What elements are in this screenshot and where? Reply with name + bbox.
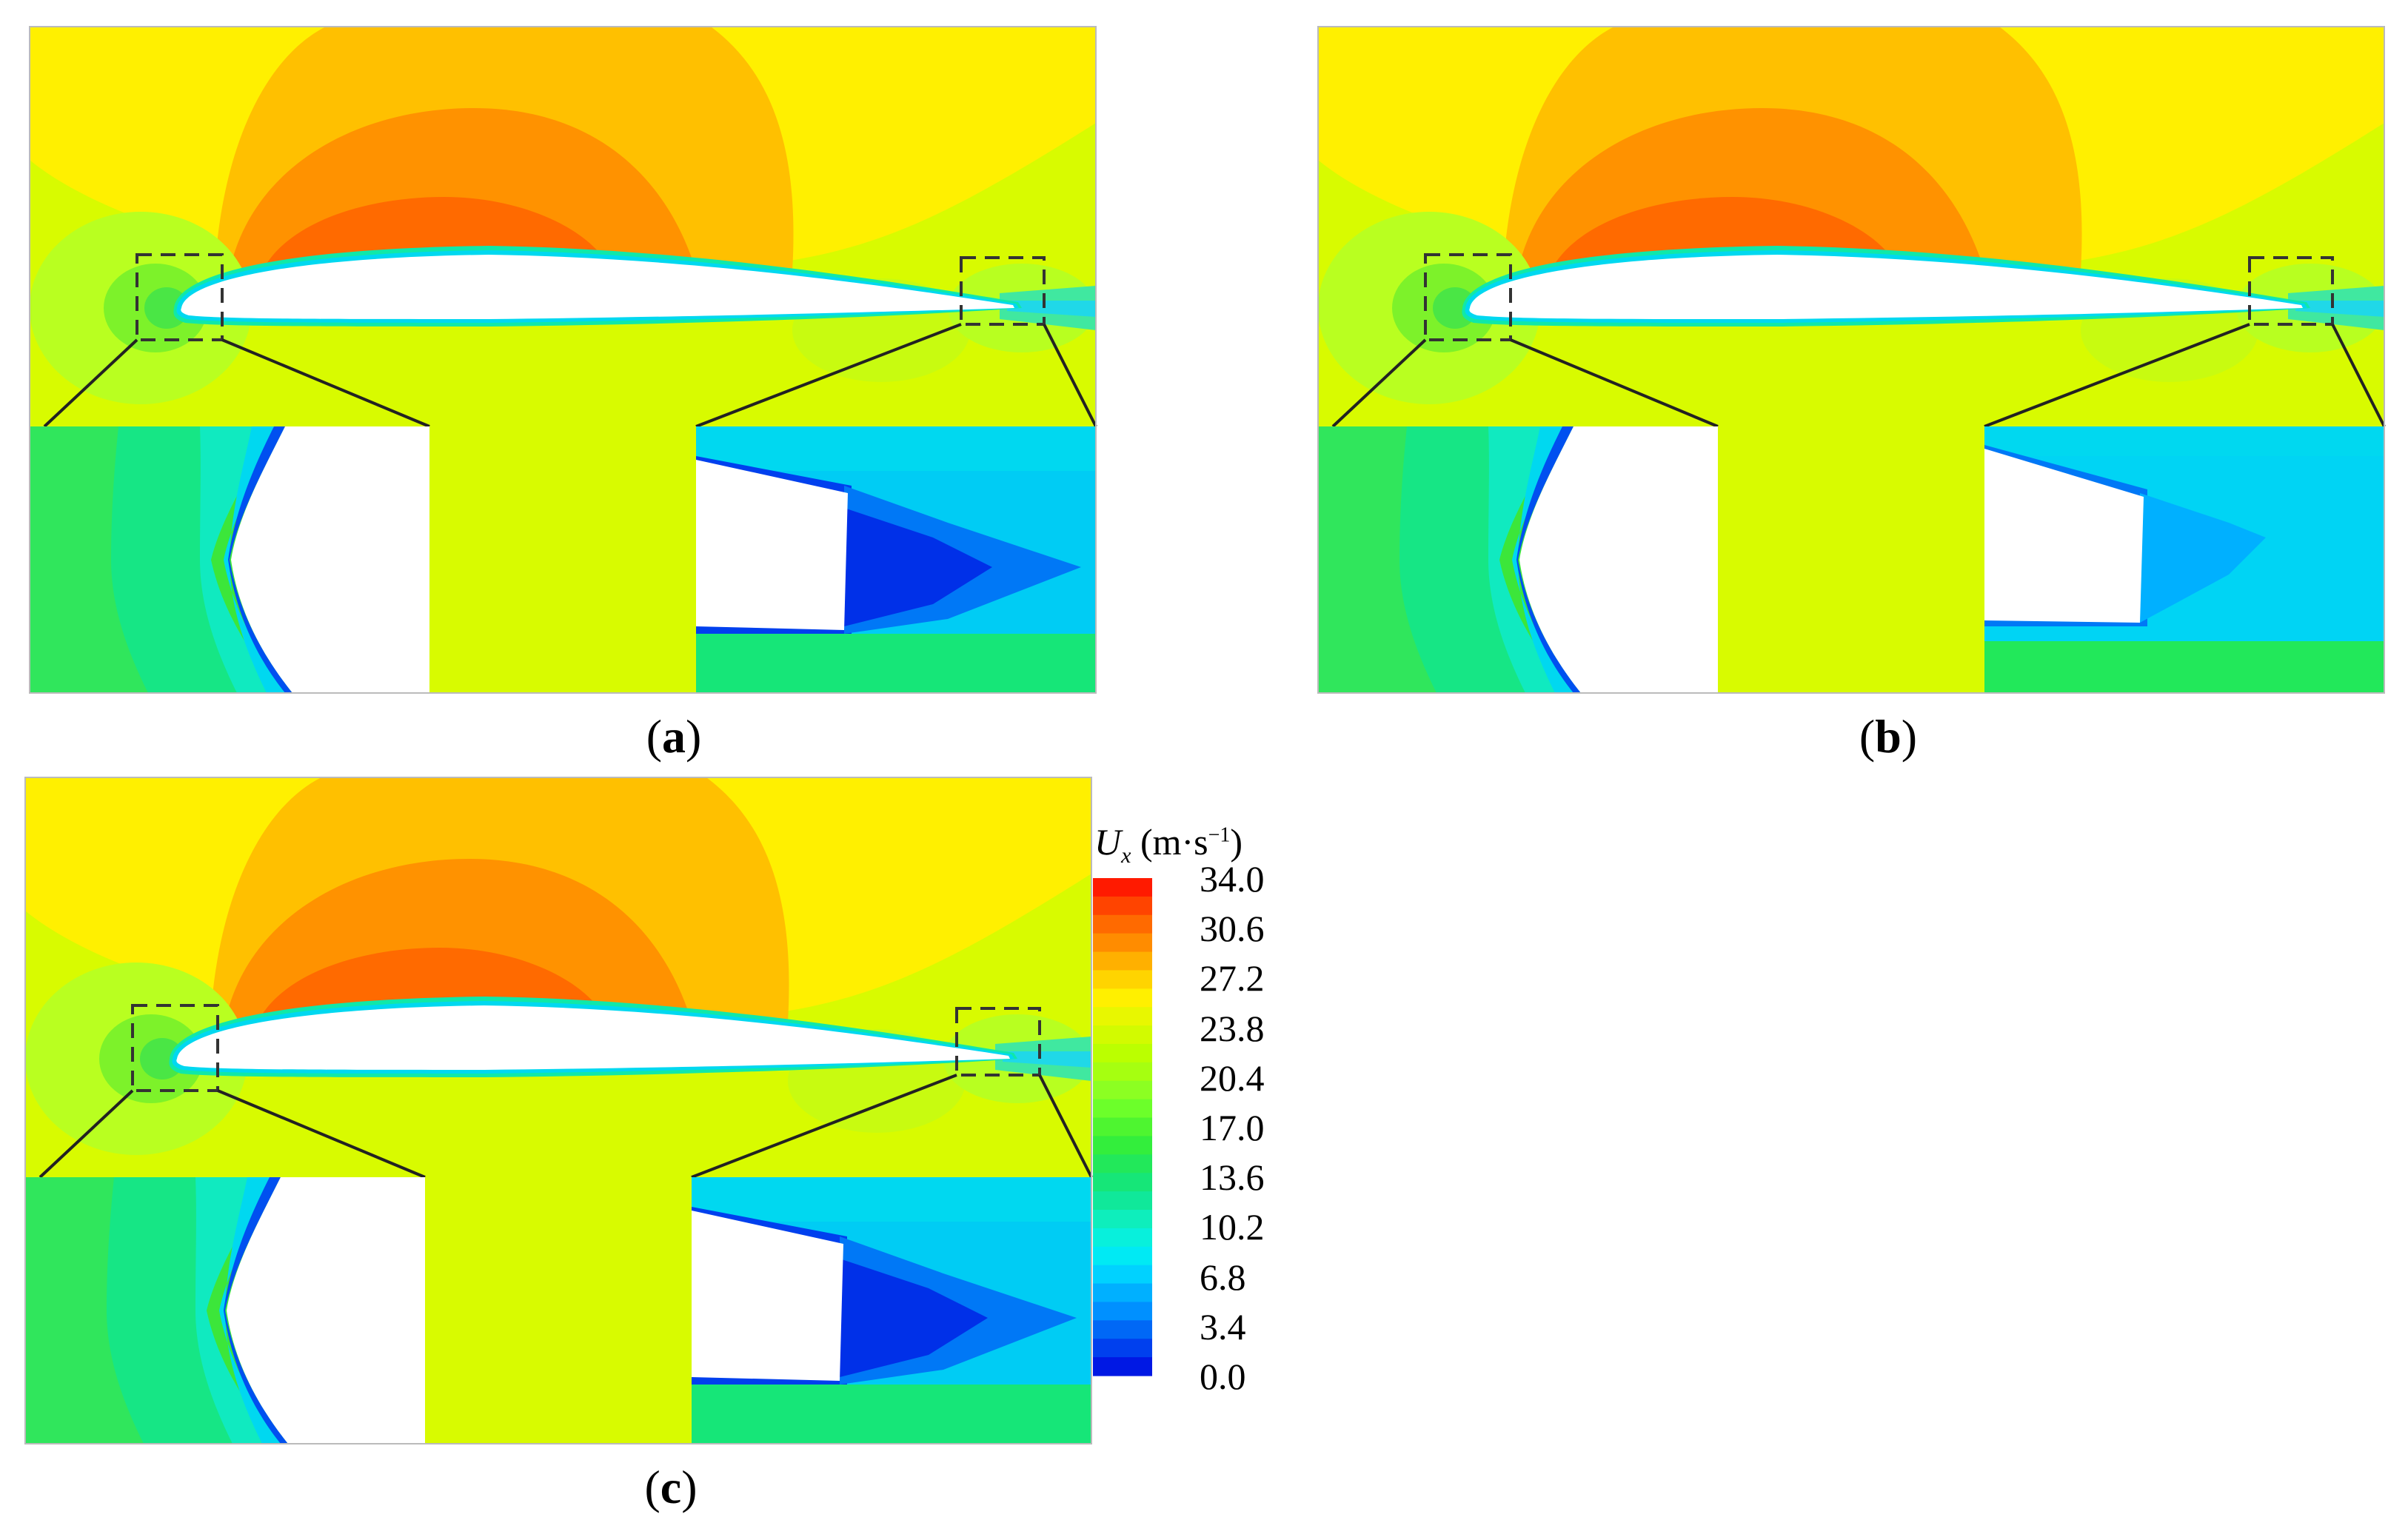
colorbar-swatch	[1093, 896, 1152, 916]
colorbar-swatch	[1093, 1246, 1152, 1266]
colorbar-swatch	[1093, 1265, 1152, 1285]
colorbar-swatch	[1093, 1283, 1152, 1303]
colorbar-swatch	[1093, 1062, 1152, 1082]
colorbar-subscript: x	[1121, 843, 1131, 868]
colorbar-tick-label: 30.6	[1200, 908, 1265, 950]
panel-c-label: c	[660, 1461, 682, 1513]
colorbar-tick-label: 6.8	[1200, 1256, 1246, 1298]
colorbar-swatch	[1093, 933, 1152, 953]
colorbar-tick-label: 23.8	[1200, 1007, 1265, 1049]
colorbar-swatch	[1093, 1210, 1152, 1229]
colorbar-title: Ux (m·s−1)	[1094, 820, 1243, 868]
colorbar-swatch	[1093, 878, 1152, 897]
colorbar-swatch	[1093, 951, 1152, 971]
colorbar-swatch	[1093, 1044, 1152, 1063]
colorbar-swatch	[1093, 1339, 1152, 1358]
panel-c-contour	[24, 776, 1093, 1445]
colorbar-swatch	[1093, 1099, 1152, 1119]
colorbar-tick-label: 0.0	[1200, 1356, 1246, 1397]
panel-b-label: b	[1875, 710, 1902, 763]
panel-a-label: a	[662, 710, 686, 763]
colorbar-symbol: U	[1094, 821, 1122, 863]
colorbar-swatch	[1093, 1025, 1152, 1045]
panel-b-caption: (b)	[1859, 710, 1918, 763]
colorbar-unit-prefix: (m·s	[1140, 821, 1208, 863]
colorbar-swatch	[1093, 1173, 1152, 1192]
colorbar-tick-label: 10.2	[1200, 1206, 1265, 1248]
panel-a-caption: (a)	[646, 710, 702, 763]
panel-b-contour	[1317, 25, 2386, 694]
colorbar-unit-exponent: −1	[1208, 823, 1231, 847]
colorbar-tick-label: 13.6	[1200, 1156, 1265, 1199]
colorbar-tick-label: 34.0	[1200, 858, 1265, 900]
colorbar-swatch	[1093, 1320, 1152, 1339]
colorbar-swatch	[1093, 970, 1152, 989]
colorbar-swatch	[1093, 1154, 1152, 1174]
colorbar-swatch	[1093, 1191, 1152, 1211]
colorbar-swatch	[1093, 1136, 1152, 1155]
panel-a-contour	[28, 25, 1097, 694]
colorbar-swatch	[1093, 1007, 1152, 1026]
colorbar-swatch	[1093, 1357, 1152, 1376]
colorbar	[1093, 878, 1152, 1376]
colorbar-tick-label: 20.4	[1200, 1057, 1265, 1099]
colorbar-tick-label: 3.4	[1200, 1305, 1246, 1348]
colorbar-swatch	[1093, 1080, 1152, 1100]
colorbar-swatch	[1093, 988, 1152, 1008]
colorbar-swatch	[1093, 914, 1152, 934]
colorbar-swatch	[1093, 1117, 1152, 1137]
colorbar-tick-label: 27.2	[1200, 957, 1265, 1000]
colorbar-swatch	[1093, 1302, 1152, 1321]
colorbar-unit-suffix: )	[1230, 821, 1243, 863]
colorbar-swatch	[1093, 1228, 1152, 1248]
panel-c-caption: (c)	[644, 1461, 698, 1513]
colorbar-tick-label: 17.0	[1200, 1107, 1265, 1148]
